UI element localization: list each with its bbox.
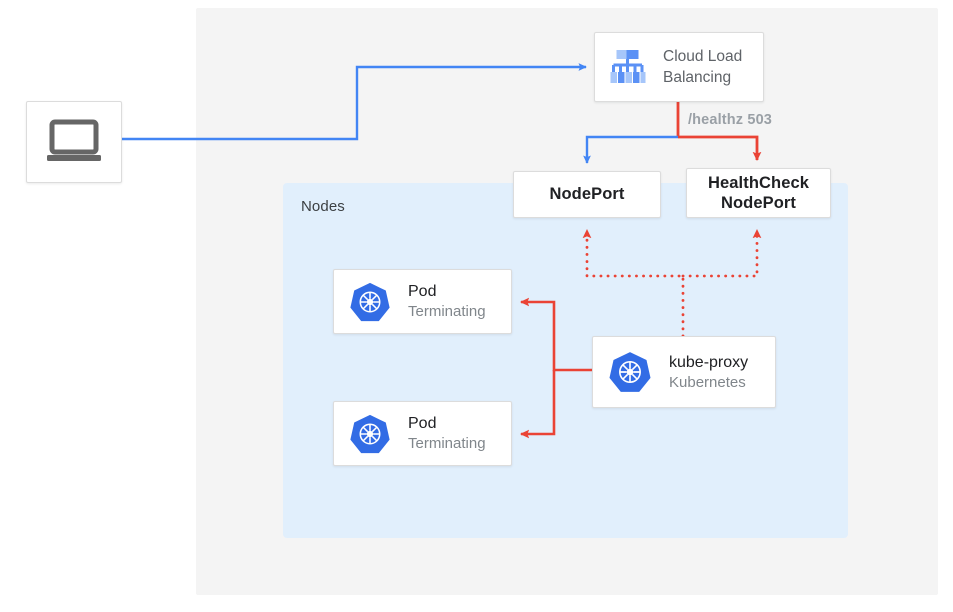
nodeport-label: NodePort [549, 185, 625, 204]
pod-status: Terminating [408, 303, 486, 321]
kube-proxy-subtitle: Kubernetes [669, 373, 746, 391]
cloud-load-balancing-card[interactable]: Cloud Load Balancing [594, 32, 764, 102]
kube-proxy-card[interactable]: kube-proxy Kubernetes [592, 336, 776, 408]
pod-title: Pod [408, 283, 437, 301]
cloud-load-balancing-icon [605, 44, 651, 90]
nodeport-card[interactable]: NodePort [513, 171, 661, 218]
laptop-icon [44, 118, 104, 166]
pod-card-1[interactable]: Pod Terminating [333, 269, 512, 334]
pod-status: Terminating [408, 435, 486, 453]
healthcheck-nodeport-label: HealthCheck NodePort [707, 173, 810, 212]
healthcheck-nodeport-card[interactable]: HealthCheck NodePort [686, 168, 831, 218]
pod-title: Pod [408, 415, 437, 433]
cloud-load-balancing-title: Cloud Load Balancing [663, 47, 743, 86]
kubernetes-icon [348, 412, 392, 456]
kube-proxy-title: kube-proxy [669, 353, 749, 371]
kubernetes-icon [607, 349, 653, 395]
kubernetes-icon [348, 280, 392, 324]
healthz-edge-label: /healthz 503 [688, 112, 772, 128]
client-card[interactable] [26, 101, 122, 183]
pod-card-2[interactable]: Pod Terminating [333, 401, 512, 466]
nodes-region-label: Nodes [301, 198, 345, 215]
